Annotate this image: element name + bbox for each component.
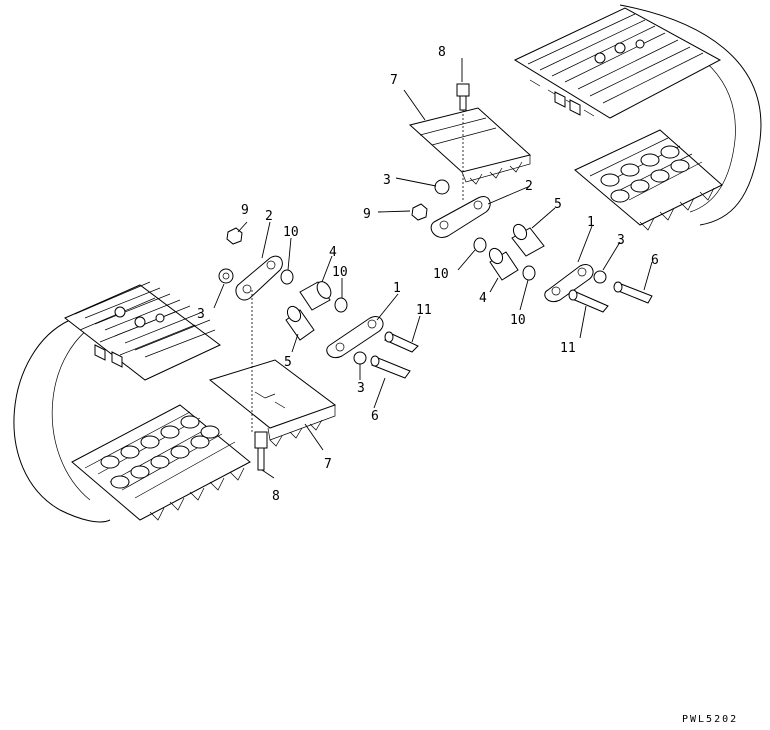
left-upper-shoes xyxy=(64,281,221,381)
callout-10-right-upper: 10 xyxy=(433,267,449,282)
callout-5-right: 5 xyxy=(554,197,562,212)
seal-3-right xyxy=(593,270,607,284)
shoe-plate-7-right xyxy=(408,107,532,185)
callout-11-right: 11 xyxy=(560,341,576,356)
right-track-assembly xyxy=(513,4,762,231)
left-lower-link-row xyxy=(100,415,220,489)
seal-10-left-upper xyxy=(280,269,294,285)
nut-9-right xyxy=(411,203,428,221)
callout-5-left: 5 xyxy=(284,355,292,370)
callout-3-right-lower: 3 xyxy=(617,233,625,248)
callout-7-right: 7 xyxy=(390,73,398,88)
link-1-left xyxy=(326,316,384,359)
callout-4-left: 4 xyxy=(329,245,337,260)
callout-3-right-upper: 3 xyxy=(383,173,391,188)
leader-lines xyxy=(213,58,653,479)
callout-1-left: 1 xyxy=(393,281,401,296)
callout-labels: 9 2 10 4 3 10 1 5 11 3 6 7 8 8 7 3 9 2 5… xyxy=(197,45,659,504)
nut-3-right xyxy=(434,179,450,195)
callout-8-right: 8 xyxy=(438,45,446,60)
left-parts-group xyxy=(208,227,419,471)
right-upper-shoes xyxy=(513,7,722,119)
seal-10-left-lower xyxy=(334,297,348,313)
callout-8-left: 8 xyxy=(272,489,280,504)
callout-10-right-lower: 10 xyxy=(510,313,526,328)
callout-10-left-lower: 10 xyxy=(332,265,348,280)
callout-3-left-upper: 3 xyxy=(197,307,205,322)
callout-9-right: 9 xyxy=(363,207,371,222)
link-2-left xyxy=(235,255,283,301)
callout-2-left: 2 xyxy=(265,209,273,224)
left-lower-chain xyxy=(71,404,251,521)
callout-3-left-lower: 3 xyxy=(357,381,365,396)
left-track-assembly xyxy=(13,281,251,523)
right-parts-group xyxy=(408,83,653,313)
link-2-right xyxy=(430,196,491,238)
callout-9-left: 9 xyxy=(241,203,249,218)
callout-2-right: 2 xyxy=(525,179,533,194)
callout-1-right: 1 xyxy=(587,215,595,230)
seal-10-right-upper xyxy=(473,237,487,253)
callout-10-left-upper: 10 xyxy=(283,225,299,240)
seal-3-left-lower xyxy=(353,351,367,365)
shoe-plate-7-left xyxy=(208,359,337,447)
bolt-8-right xyxy=(456,83,470,111)
callout-6-right: 6 xyxy=(651,253,659,268)
link-1-right xyxy=(544,264,594,303)
drawing-code: PWL5202 xyxy=(682,714,738,725)
seal-3-left xyxy=(218,268,234,284)
bolt-8-left xyxy=(254,431,268,471)
right-lower-link-row xyxy=(600,145,690,203)
callout-11-left: 11 xyxy=(416,303,432,318)
callout-6-left: 6 xyxy=(371,409,379,424)
callout-7-left: 7 xyxy=(324,457,332,472)
callout-4-right: 4 xyxy=(479,291,487,306)
right-lower-chain xyxy=(574,129,723,231)
seal-10-right-lower xyxy=(522,265,536,281)
